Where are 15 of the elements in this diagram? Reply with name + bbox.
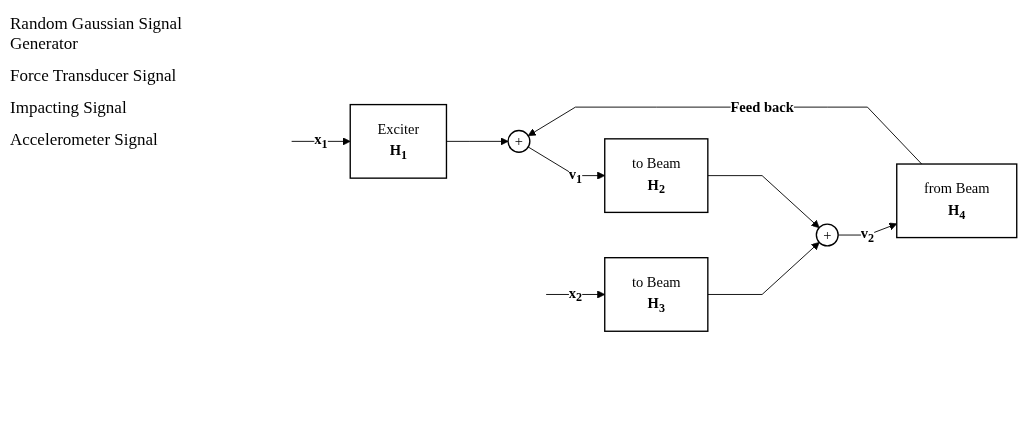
- edge-label: x$_{1}$: [314, 132, 328, 152]
- node-circle: +: [507, 130, 531, 154]
- node-box: from Beam H$_{4}$: [896, 163, 1018, 239]
- node-box: to Beam H$_{2}$: [604, 138, 709, 214]
- signal-label: Random Gaussian Signal Generator: [10, 14, 183, 54]
- edge-label: Feed back: [730, 99, 794, 115]
- node-box: Exciter H$_{1}$: [349, 104, 448, 180]
- edge-label: x$_{2}$: [568, 285, 583, 305]
- edge-label: v$_{1}$: [568, 166, 583, 186]
- signal-label: Force Transducer Signal: [10, 66, 178, 86]
- node-box: to Beam H$_{3}$: [604, 257, 709, 333]
- node-circle: +: [815, 223, 839, 247]
- edge-label: v$_{2}$: [860, 225, 875, 245]
- signal-label: Impacting Signal: [10, 98, 128, 118]
- signal-label: Accelerometer Signal: [10, 130, 159, 150]
